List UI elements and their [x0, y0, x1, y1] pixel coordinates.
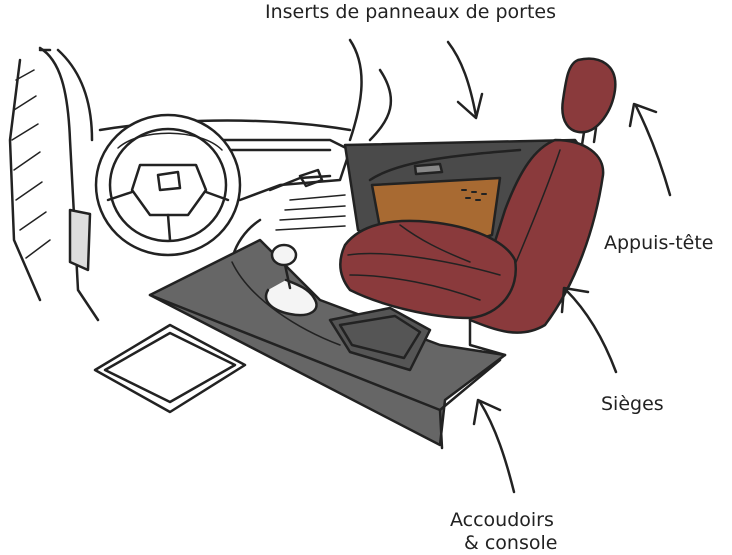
label-door-inserts: Inserts de panneaux de portes	[265, 1, 556, 23]
gear-shifter	[264, 243, 318, 317]
arrow-seats	[560, 286, 618, 374]
steering-wheel	[94, 113, 242, 257]
console-box	[328, 306, 432, 372]
a-pillar	[8, 46, 100, 322]
dashboard	[98, 38, 393, 262]
arrow-door-inserts	[446, 40, 484, 120]
label-armrests-line2: & console	[464, 532, 558, 554]
label-headrests: Appuis-tête	[604, 232, 714, 254]
seat	[339, 57, 617, 357]
floor-mat	[93, 323, 247, 414]
label-seats: Sièges	[601, 393, 664, 415]
label-armrests-console: Accoudoirs & console	[450, 509, 580, 555]
headrest	[561, 57, 617, 134]
label-armrests-line1: Accoudoirs	[450, 509, 554, 531]
floor-console	[148, 238, 507, 450]
arrow-headrests	[628, 102, 672, 197]
arrow-armrests	[472, 398, 516, 494]
